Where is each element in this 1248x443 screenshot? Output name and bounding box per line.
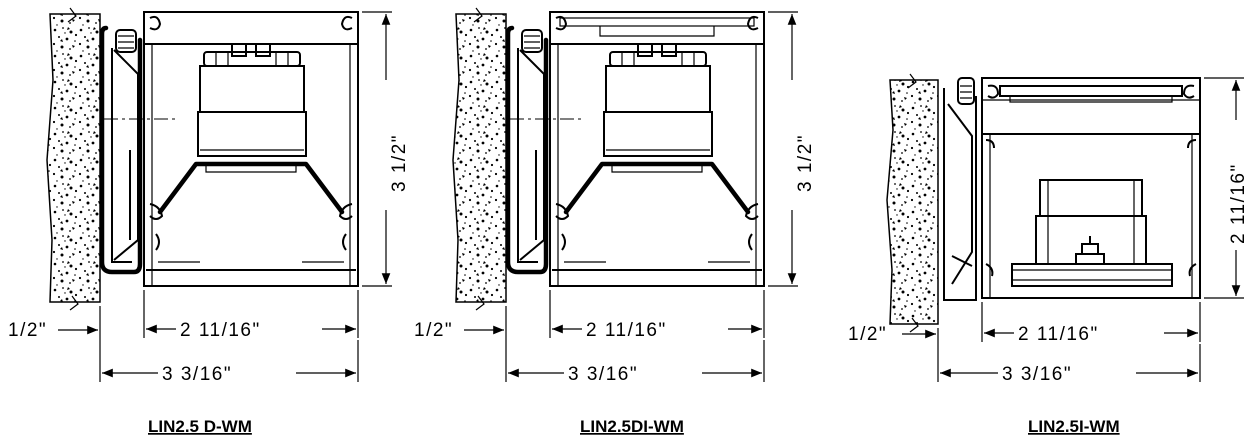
- wall-section: [452, 7, 507, 311]
- detail-lin25di-wm: 3 1/2" 2 11/16" 3 3/16" 1/2" LIN2.5DI-WM: [414, 7, 816, 436]
- dimension-height: [1204, 77, 1244, 299]
- dimension-height: [768, 11, 798, 287]
- detail-caption: LIN2.5DI-WM: [580, 417, 684, 436]
- wall-section: [886, 73, 939, 333]
- ballast-driver: [603, 44, 713, 157]
- inner-width-label: 2 11/16": [1018, 324, 1099, 345]
- fixture-housing: [981, 77, 1201, 299]
- detail-caption: LIN2.5I-WM: [1028, 417, 1120, 436]
- dimension-outer-width: [99, 306, 359, 382]
- inner-width-label: 2 11/16": [180, 320, 261, 341]
- reflector: [563, 161, 751, 215]
- dimension-inner-width: [549, 290, 765, 338]
- dimension-outer-width: [505, 306, 765, 382]
- inner-width-label: 2 11/16": [586, 320, 667, 341]
- outer-width-label: 3 3/16": [162, 364, 232, 385]
- dimension-height: [362, 11, 392, 287]
- height-dimension-label: 3 1/2": [389, 134, 410, 192]
- mounting-bracket: [99, 25, 143, 275]
- detail-caption: LIN2.5 D-WM: [148, 417, 252, 436]
- offset-dimension-label: 1/2": [848, 324, 887, 345]
- dimension-outer-width: [937, 328, 1201, 382]
- mounting-bracket: [943, 77, 977, 301]
- height-dimension-label: 2 11/16": [1228, 163, 1248, 244]
- offset-dimension-label: 1/2": [414, 320, 453, 341]
- reflector: [157, 161, 345, 215]
- dimension-inner-width: [981, 302, 1201, 342]
- ballast-driver: [197, 44, 307, 157]
- dimension-inner-width: [143, 290, 359, 338]
- fixture-housing: [143, 11, 359, 287]
- outer-width-label: 3 3/16": [1002, 364, 1072, 385]
- wall-section: [46, 7, 101, 311]
- mounting-channel: [1011, 236, 1173, 287]
- ballast-driver: [1035, 179, 1147, 265]
- offset-dimension-label: 1/2": [8, 320, 47, 341]
- height-dimension-label: 3 1/2": [795, 134, 816, 192]
- fixture-housing: [549, 11, 765, 287]
- mounting-bracket: [505, 25, 549, 275]
- outer-width-label: 3 3/16": [568, 364, 638, 385]
- detail-lin25-d-wm: 3 1/2" 2 11/16" 3 3/16" 1/2" LIN2.5 D-WM: [8, 7, 410, 436]
- detail-lin25i-wm: 2 11/16" 2 11/16" 3 3/16" 1/2" LIN2.5I-W…: [848, 73, 1248, 436]
